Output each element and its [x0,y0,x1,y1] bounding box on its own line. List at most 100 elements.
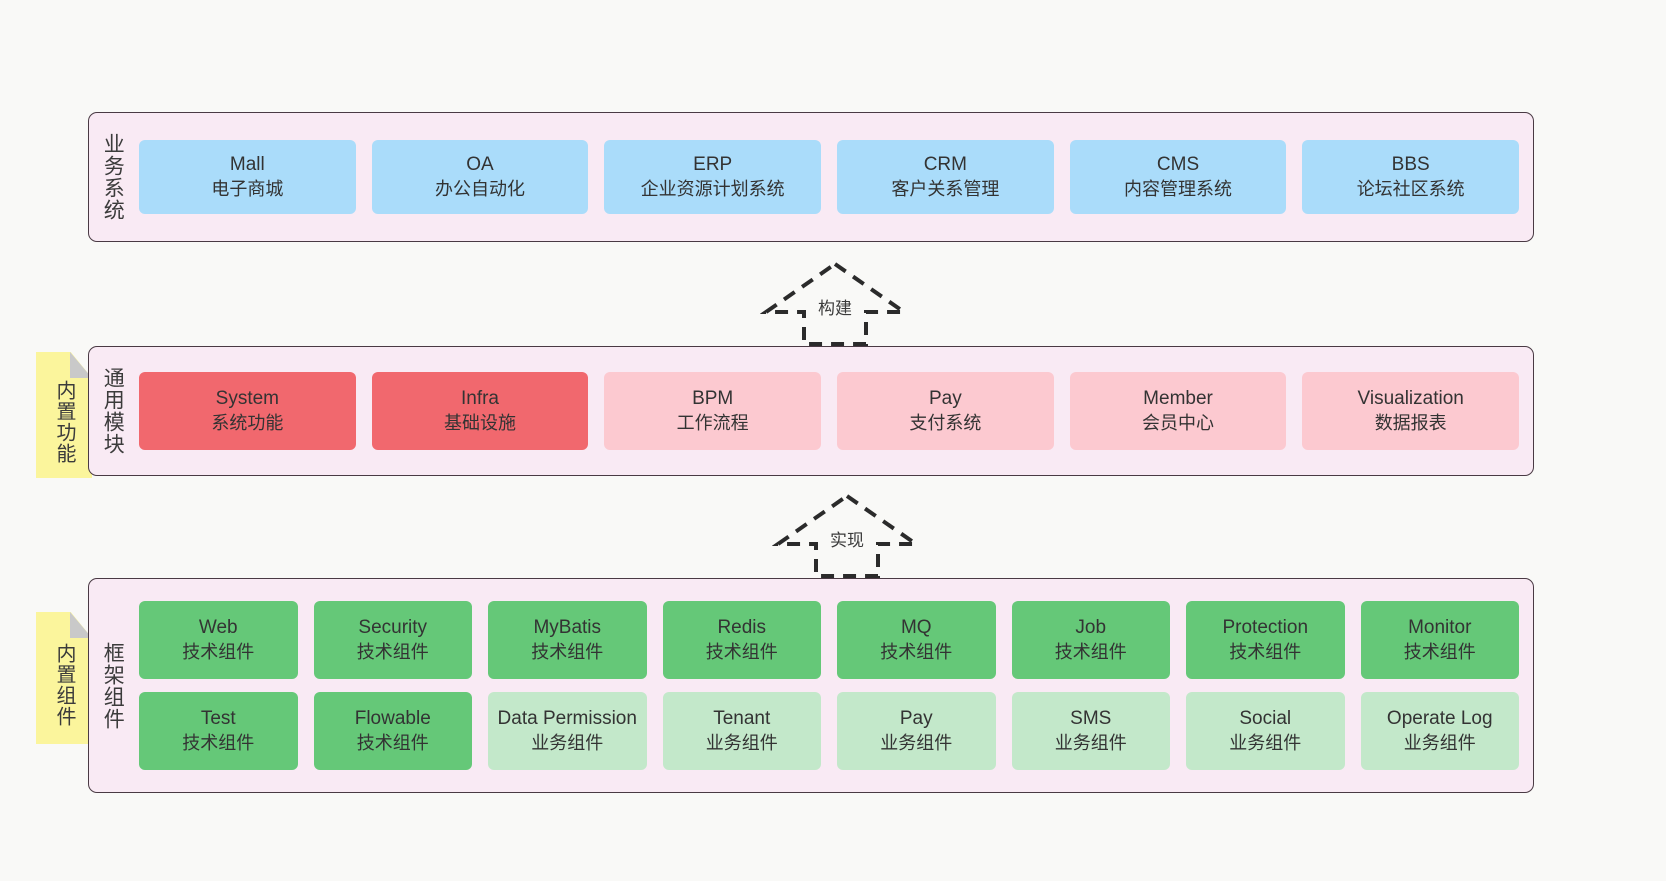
module-card-subtitle: 技术组件 [356,641,429,662]
module-card-title: OA [466,154,494,176]
connector-build-label: 构建 [818,299,852,318]
module-card-subtitle: 业务组件 [1054,732,1127,753]
module-card-title: CRM [923,154,967,176]
module-card-title: Data Permission [497,708,637,730]
connector-build-arrow: 构建 [760,258,910,348]
module-card-subtitle: 基础设施 [444,412,516,433]
module-card-subtitle: 企业资源计划系统 [640,178,785,199]
module-card-title: Security [358,617,428,639]
module-card-title: MQ [900,617,932,639]
module-card-subtitle: 技术组件 [182,641,255,662]
module-card-title: Web [198,617,238,639]
module-card-subtitle: 工作流程 [676,412,749,433]
module-card-subtitle: 电子商城 [211,178,284,199]
module-card-title: Monitor [1408,617,1472,639]
module-card-title: BPM [692,388,734,410]
connector-implement-label: 实现 [830,531,864,550]
module-card-subtitle: 论坛社区系统 [1356,178,1465,199]
module-card-title: Infra [460,388,500,410]
module-card-title: Visualization [1357,388,1464,410]
module-card-subtitle: 支付系统 [909,412,982,433]
module-card-title: Job [1075,617,1107,639]
module-card-title: System [215,388,280,410]
module-card-subtitle: 技术组件 [1054,641,1127,662]
sticky-note-label-common: 内置功能 [53,380,75,464]
module-card-subtitle: 技术组件 [1229,641,1302,662]
module-card-title: BBS [1391,154,1430,176]
band-title-common: 通用模块 [101,367,125,455]
module-card-title: Member [1143,388,1213,410]
module-card-title: SMS [1070,708,1112,730]
module-card-title: Operate Log [1386,708,1493,730]
module-card-subtitle: 业务组件 [880,732,953,753]
module-card-title: Pay [928,388,962,410]
module-card-subtitle: 技术组件 [531,641,604,662]
module-card-title: Test [200,708,236,730]
module-card-subtitle: 系统功能 [211,412,284,433]
module-card-subtitle: 技术组件 [356,732,429,753]
implement-arrow-outline [772,493,922,578]
module-card-subtitle: 客户关系管理 [891,178,1000,199]
module-card-subtitle: 业务组件 [705,732,778,753]
module-card-subtitle: 办公自动化 [435,178,525,199]
module-card-title: Pay [899,708,933,730]
module-card-subtitle: 会员中心 [1142,412,1215,433]
sticky-note-label-frame: 内置组件 [53,643,75,727]
module-card-title: Tenant [713,708,771,730]
module-card-title: Redis [717,617,767,639]
build-arrow-outline [760,261,910,346]
module-card-title: Social [1239,708,1292,730]
module-card-title: Mall [229,154,265,176]
module-card-subtitle: 技术组件 [880,641,953,662]
sticky-note-builtin-features: 内置功能 [36,352,92,478]
module-card-subtitle: 技术组件 [182,732,255,753]
module-card-subtitle: 业务组件 [1229,732,1302,753]
module-card-subtitle: 业务组件 [1403,732,1476,753]
connector-implement-arrow: 实现 [772,490,922,580]
module-card-title: MyBatis [533,617,602,639]
module-card-title: Flowable [354,708,431,730]
module-card-subtitle: 内容管理系统 [1124,178,1233,199]
module-card-title: ERP [693,154,733,176]
module-card-title: Protection [1222,617,1309,639]
band-title-business: 业务系统 [101,133,125,221]
